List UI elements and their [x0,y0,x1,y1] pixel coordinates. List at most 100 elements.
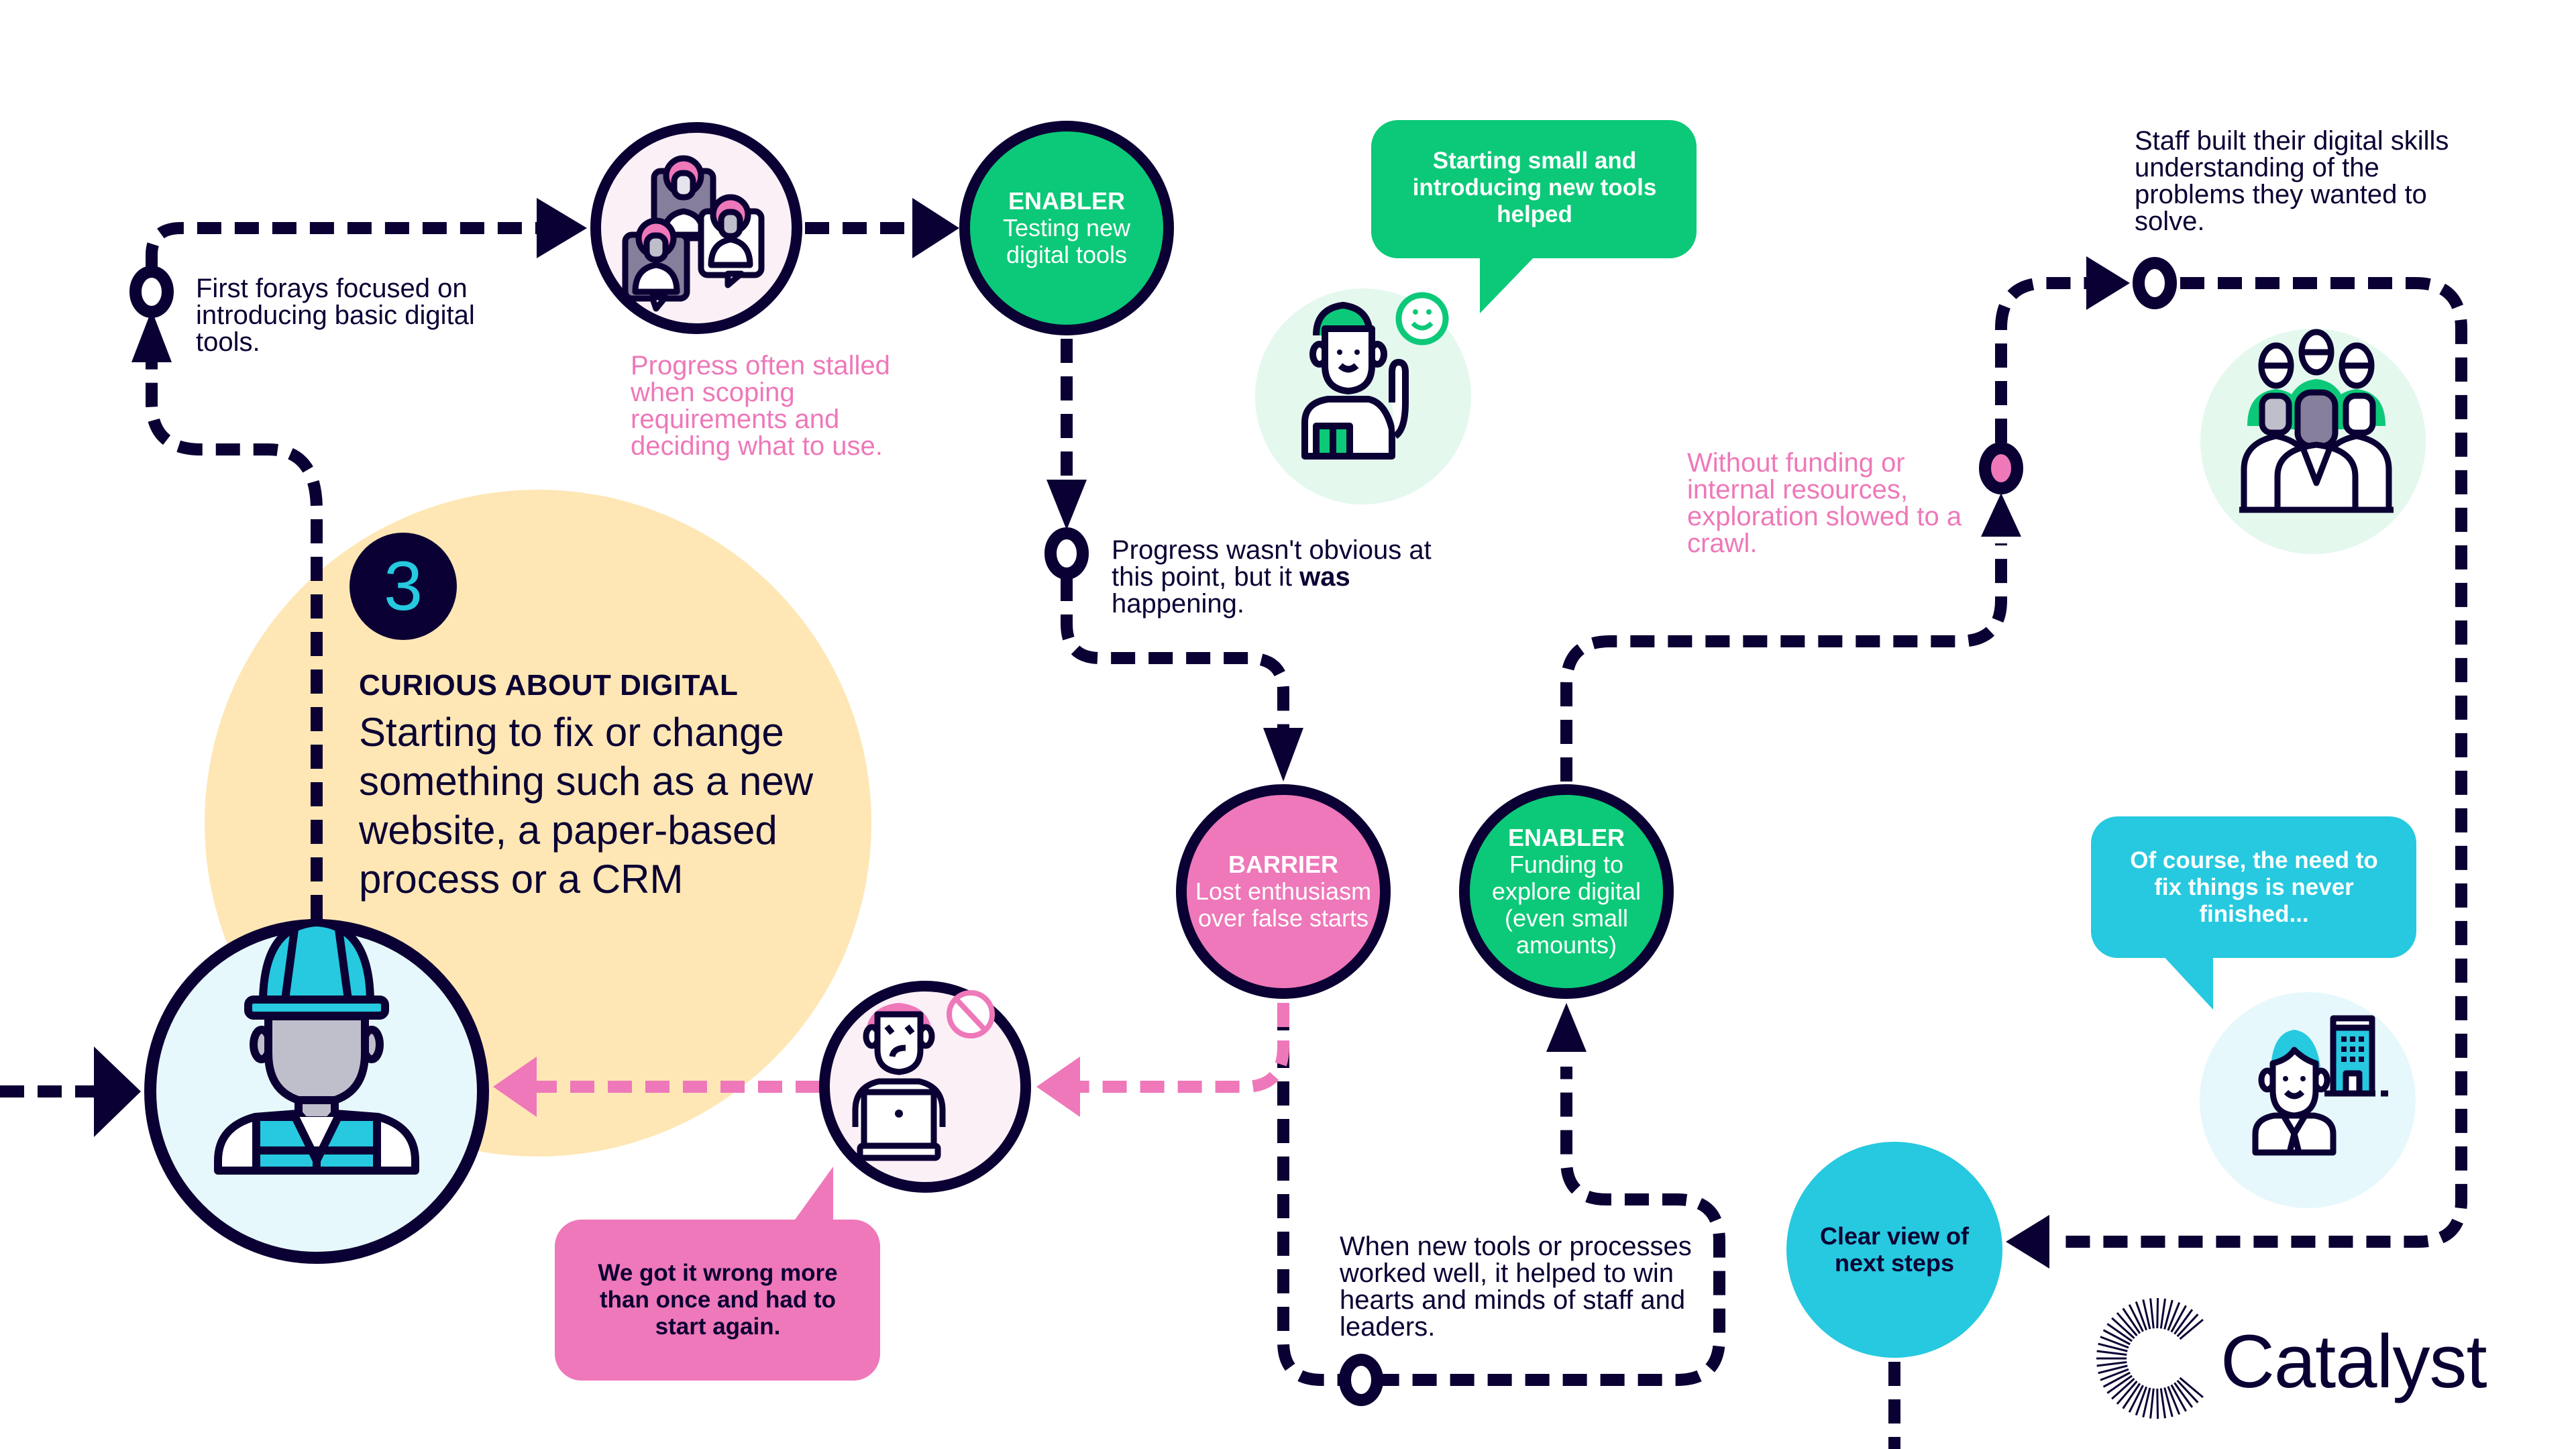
businessman-building-icon [2252,1015,2388,1156]
path-barrier-loop [1277,1006,1725,1386]
note-new-tools-worked: When new tools or processes worked well,… [1340,1232,1692,1342]
note-progress-not-obvious: Progress wasn't obvious at this point, b… [1112,537,1447,617]
bubble-starting-small [1371,120,1697,313]
logo-ray [2135,1386,2148,1416]
enabler-funding-circle [1459,784,1674,999]
clear-view-text: Clear view of next steps [1819,1222,1970,1277]
logo-ray [2174,1382,2194,1408]
stage-description: Starting to fix or change something such… [359,710,814,902]
arrow-into-worker [94,1046,141,1137]
bubble-got-it-wrong-text: We got it wrong more than once and had t… [598,1259,838,1340]
barrier-circle [1176,784,1391,999]
barrier-kind: BARRIER [1228,851,1338,878]
arrow-into-worker-pink [493,1057,537,1117]
arrow-into-barrier [1263,728,1303,782]
enabler-funding-label: ENABLER Funding to explore digital (even… [1472,798,1660,985]
logo-ray [2116,1380,2138,1405]
arrow-up-node1 [131,310,172,362]
frustrated-laptop-person-icon [852,990,995,1161]
logo-ray [2149,1298,2155,1329]
logo-ray [2111,1377,2135,1400]
note-progress-not-obvious-bold: was [1299,562,1350,592]
arrow-down-node2 [1046,480,1087,530]
arrow-into-node5 [2086,256,2130,310]
path-barrier-to-frustrated [1080,1003,1289,1093]
enabler-funding-kind: ENABLER [1507,824,1625,851]
note-progress-not-obvious-prefix: Progress wasn't obvious at this point, b… [1112,535,1432,592]
arrow-into-funding [1546,1003,1587,1052]
logo-ray [2170,1384,2187,1412]
logo-ray [2128,1385,2144,1413]
waypoint-staff-built [2133,257,2177,309]
waypoint-first-forays [129,266,174,318]
logo-ray [2176,1379,2199,1403]
path-node1-to-group [146,222,537,268]
logo-ray [2102,1371,2131,1388]
logo-ray [2179,1377,2204,1398]
enabler-testing-text: Testing new digital tools [1002,214,1131,268]
bubble-never-finished-text: Of course, the need to fix things is nev… [2130,847,2378,927]
logo-ray [2100,1368,2129,1381]
enabler-testing-label: ENABLER Testing new digital tools [973,134,1161,322]
logo-ray [2174,1309,2194,1335]
arrow-into-frustrated [1036,1057,1080,1117]
path-funding-up [1560,543,2007,782]
thumbs-up-person-icon [1301,292,1449,460]
logo-ray [2156,1388,2159,1419]
note-staff-built: Staff built their digital skills underst… [2135,126,2449,236]
note-without-funding: Without funding or internal resources, e… [1687,448,1962,558]
logo-ray [2159,1298,2167,1329]
logo-ray [2096,1350,2127,1356]
enabler-testing-kind: ENABLER [1008,187,1125,215]
path-node5-right-down [2059,277,2467,1248]
bubble-never-finished [2091,816,2416,1010]
logo-ray [2102,1329,2131,1346]
arrow-up-node4 [1981,493,2021,537]
clear-view-circle [1786,1142,2002,1358]
bubble-got-it-wrong [555,1167,880,1381]
logo-ray [2167,1386,2181,1415]
waypoint-progress-not-obvious [1044,527,1089,580]
catalyst-logo-text: Catalyst [2220,1320,2487,1403]
logo-ray [2142,1299,2151,1330]
logo-ray [2100,1336,2129,1349]
logo-ray [2098,1342,2128,1352]
arrow-into-clear-view [2006,1215,2049,1269]
path-worker-to-group [146,356,323,919]
logo-ray [2122,1307,2141,1334]
logo-ray [2149,1388,2155,1419]
note-progress-stalled: Progress often stalled when scoping requ… [631,351,890,461]
enabler-testing-circle [959,121,1174,335]
note-progress-not-obvious-suffix: happening. [1112,589,1244,619]
logo-ray [2116,1312,2138,1337]
barrier-label: BARRIER Lost enthusiasm over false start… [1189,798,1377,985]
note-first-forays: First forays focused on introducing basi… [196,274,475,357]
logo-ray [2156,1297,2159,1329]
logo-ray [2142,1387,2151,1418]
logo-ray [2135,1301,2148,1331]
clear-view-label: Clear view of next steps [1801,1156,1988,1344]
arrow-into-enabler [912,198,959,258]
logo-ray [2111,1317,2135,1340]
bubble-starting-small-text: Starting small and introducing new tools… [1412,148,1657,227]
logo-ray [2106,1323,2133,1342]
group-discussion-icon [622,155,765,312]
catalyst-logo-mark [2096,1297,2204,1419]
logo-ray [2098,1364,2128,1375]
logo-ray [2167,1301,2181,1331]
team-group-icon [2239,329,2394,513]
logo-ray [2179,1319,2204,1340]
arrow-into-group [537,198,587,258]
enabler-funding-text: Funding to explore digital (even small a… [1491,851,1642,959]
waypoint-without-funding [1979,442,2023,494]
logo-ray [2106,1375,2133,1394]
waypoint-hearts-and-minds [1339,1354,1383,1406]
logo-ray [2170,1305,2187,1333]
barrier-text: Lost enthusiasm over false starts [1195,877,1372,932]
logo-ray [2163,1299,2174,1330]
logo-ray [2176,1313,2199,1338]
path-node4-up [1995,277,2086,443]
logo-ray [2159,1388,2167,1419]
logo-ray [2096,1360,2127,1367]
